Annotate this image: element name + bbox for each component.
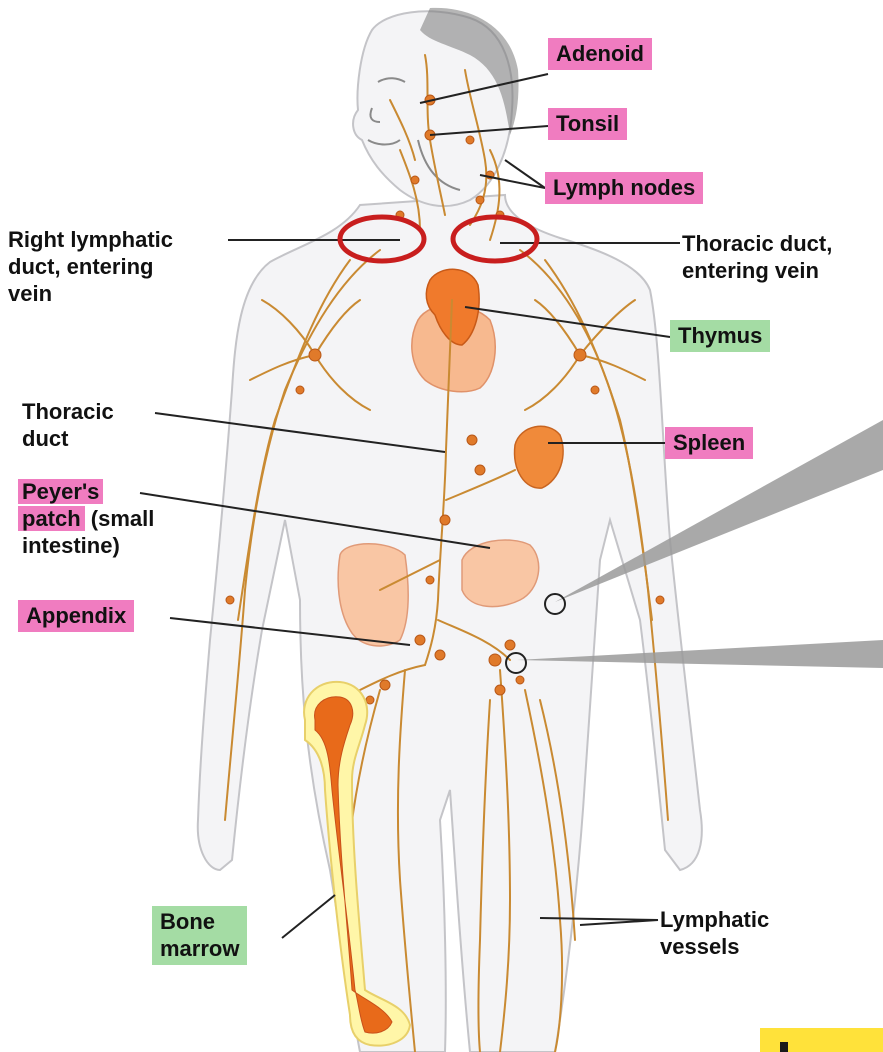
thoracic-duct-line1: Thoracic — [22, 398, 114, 425]
peyers-patch-line2-highlight: patch — [18, 506, 85, 531]
peyers-patch-line1: Peyer's — [18, 479, 103, 504]
lymphatic-vessels-label: Lymphatic vessels — [660, 906, 769, 960]
tonsil-label: Tonsil — [548, 108, 627, 140]
thoracic-duct-vein-label: Thoracic duct, entering vein — [682, 230, 832, 284]
lymphatic-vessels-line1: Lymphatic — [660, 906, 769, 933]
thoracic-duct-line2: duct — [22, 425, 114, 452]
lymphatic-vessels-line2: vessels — [660, 933, 769, 960]
thoracic-duct-vein-line1: Thoracic duct, — [682, 230, 832, 257]
thymus-label: Thymus — [670, 320, 770, 352]
corner-tab — [760, 1028, 883, 1052]
bone-marrow-label: Bone marrow — [152, 906, 247, 965]
spleen-label: Spleen — [665, 427, 753, 459]
body-silhouette — [198, 11, 702, 1052]
right-lymphatic-duct-line1: Right lymphatic — [8, 226, 173, 253]
lymph-nodes-label: Lymph nodes — [545, 172, 703, 204]
right-lymphatic-duct-label: Right lymphatic duct, entering vein — [8, 226, 173, 307]
right-lymphatic-duct-line2: duct, entering — [8, 253, 173, 280]
adenoid-label: Adenoid — [548, 38, 652, 70]
peyers-patch-label: Peyer's patch (small intestine) — [18, 478, 154, 559]
thoracic-duct-label: Thoracic duct — [22, 398, 114, 452]
peyers-patch-line3: intestine) — [18, 532, 154, 559]
appendix-label: Appendix — [18, 600, 134, 632]
corner-mark — [780, 1042, 788, 1052]
right-lymphatic-duct-line3: vein — [8, 280, 173, 307]
peyers-patch-line2-rest: (small — [85, 506, 155, 531]
thoracic-duct-vein-line2: entering vein — [682, 257, 832, 284]
bone-marrow-line2: marrow — [160, 935, 239, 962]
bone-marrow-line1: Bone — [160, 908, 239, 935]
